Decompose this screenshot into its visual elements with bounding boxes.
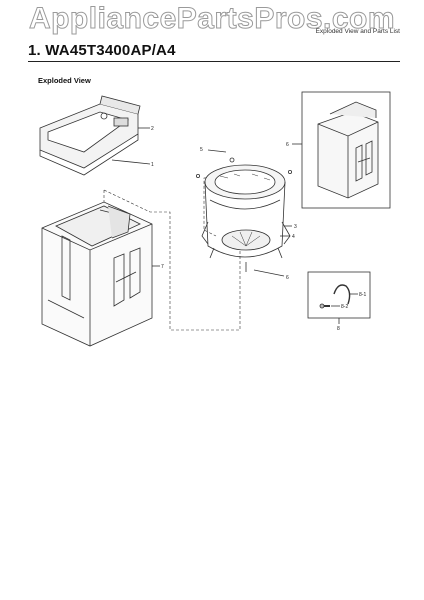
header-right-text: Exploded View and Parts List xyxy=(315,28,400,35)
section-subtitle: Exploded View xyxy=(38,76,91,85)
callout-1: 1 xyxy=(151,162,154,168)
leader-5 xyxy=(207,149,227,153)
assembled-washer-box xyxy=(301,91,391,209)
callout-8-2: 8-2 xyxy=(341,304,348,310)
leader-1 xyxy=(111,159,151,165)
callout-2: 2 xyxy=(151,126,154,132)
title-rule xyxy=(28,61,400,62)
kit-box xyxy=(307,271,371,319)
callout-6: 6 xyxy=(286,275,289,281)
callout-6b: 6 xyxy=(286,142,289,148)
cabinet xyxy=(41,201,153,347)
callout-5: 5 xyxy=(200,147,203,153)
callout-4: 4 xyxy=(292,234,295,240)
tub-assembly xyxy=(195,157,292,272)
top-lid-assembly xyxy=(39,95,141,176)
page-title: 1. WA45T3400AP/A4 xyxy=(28,42,176,59)
callout-3: 3 xyxy=(294,224,297,230)
callout-8-1: 8-1 xyxy=(359,292,366,298)
leader-6 xyxy=(253,269,285,277)
callout-7: 7 xyxy=(161,264,164,270)
callout-8: 8 xyxy=(337,326,340,332)
